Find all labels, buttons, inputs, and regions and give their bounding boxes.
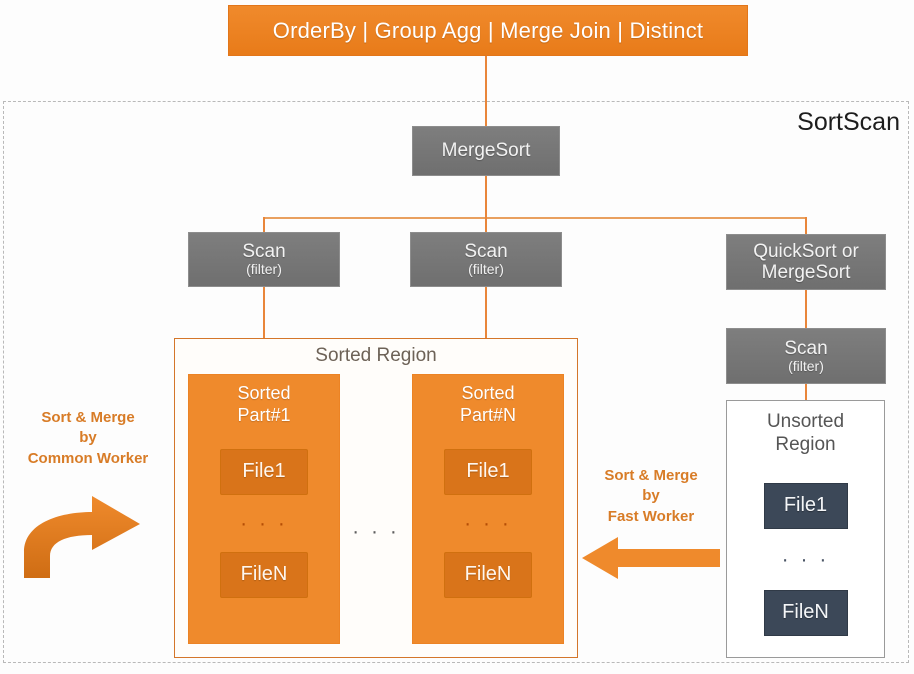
node-quicksort-title: QuickSort or [753, 240, 859, 262]
sorted-partition-1-title-line2: Part#1 [237, 404, 291, 425]
annotation-fast-worker: Sort & Merge by Fast Worker [578, 466, 724, 527]
connector-mergesort-bus [485, 176, 487, 218]
sorted-region-title: Sorted Region [315, 345, 437, 366]
connector-quicksort-scan-right [805, 290, 807, 328]
annotation-common-worker: Sort & Merge by Common Worker [8, 408, 168, 469]
connector-bus-scan-mid [485, 217, 487, 232]
sorted-partition-n-title-line2: Part#N [459, 404, 517, 425]
sorted-partition-1-title-line1: Sorted [237, 383, 291, 403]
sorted-partition-1[interactable]: Sorted Part#1 File1 · · · FileN [188, 374, 340, 644]
connector-bus-quicksort [805, 217, 807, 234]
connector-scan-left-partition1 [263, 287, 265, 339]
unsorted-ellipsis: · · · [781, 547, 830, 571]
node-quicksort-or-mergesort[interactable]: QuickSort or MergeSort [726, 234, 886, 290]
curved-arrow-icon [14, 490, 164, 585]
annotation-common-worker-line2: by [79, 429, 97, 447]
connector-scan-right-unsorted [805, 384, 807, 412]
unsorted-region-title: Unsorted Region [767, 411, 844, 457]
unsorted-file-first[interactable]: File1 [763, 482, 848, 529]
sorted-partition-n[interactable]: Sorted Part#N File1 · · · FileN [412, 374, 564, 644]
sorted-partition-1-title: Sorted Part#1 [237, 383, 290, 427]
connector-scan-mid-partitionN [485, 287, 487, 339]
node-scan-left-title: Scan [242, 241, 286, 263]
sorted-partition-n-title: Sorted Part#N [460, 383, 516, 427]
sorted-partition-n-file-last[interactable]: FileN [444, 551, 532, 598]
sorted-partition-1-file-first[interactable]: File1 [220, 448, 308, 495]
top-operator-bar-label: OrderBy | Group Agg | Merge Join | Disti… [272, 17, 704, 43]
sorted-partition-n-file-first[interactable]: File1 [444, 448, 532, 495]
annotation-fast-worker-line1: Sort & Merge [604, 467, 698, 484]
node-scan-mid-subtitle: (filter) [468, 261, 504, 278]
node-scan-right[interactable]: Scan (filter) [726, 328, 886, 384]
sortscan-title: SortScan [797, 108, 900, 136]
annotation-fast-worker-line3: Fast Worker [607, 507, 695, 525]
connector-bus-horizontal [263, 217, 806, 219]
unsorted-region-title-line2: Region [775, 433, 836, 455]
connector-opbar-mergesort [485, 56, 487, 126]
sorted-partition-n-title-line1: Sorted [461, 383, 515, 403]
node-scan-right-subtitle: (filter) [788, 357, 824, 374]
node-scan-mid-title: Scan [464, 241, 508, 263]
unsorted-region-title-line1: Unsorted [766, 411, 845, 432]
sortscan-container [3, 101, 909, 663]
node-mergesort[interactable]: MergeSort [412, 126, 560, 176]
sorted-region-partitions-ellipsis: · · · [352, 520, 400, 543]
sorted-partition-1-ellipsis: · · · [240, 511, 288, 535]
node-mergesort-title: MergeSort [441, 140, 531, 162]
annotation-fast-worker-line2: by [642, 487, 660, 505]
top-operator-bar[interactable]: OrderBy | Group Agg | Merge Join | Disti… [228, 5, 748, 56]
left-arrow-icon [580, 535, 722, 581]
annotation-common-worker-line1: Sort & Merge [41, 409, 135, 426]
node-scan-left-subtitle: (filter) [246, 261, 282, 278]
annotation-common-worker-line3: Common Worker [27, 449, 149, 467]
sorted-partition-n-ellipsis: · · · [464, 511, 512, 535]
node-quicksort-subtitle: MergeSort [761, 262, 851, 283]
unsorted-file-last[interactable]: FileN [763, 589, 848, 636]
node-scan-mid[interactable]: Scan (filter) [410, 232, 562, 287]
node-scan-left[interactable]: Scan (filter) [188, 232, 340, 287]
connector-bus-scan-left [263, 217, 265, 232]
node-scan-right-title: Scan [784, 337, 828, 359]
sorted-partition-1-file-last[interactable]: FileN [220, 551, 308, 598]
unsorted-region[interactable]: Unsorted Region File1 · · · FileN [726, 400, 885, 658]
